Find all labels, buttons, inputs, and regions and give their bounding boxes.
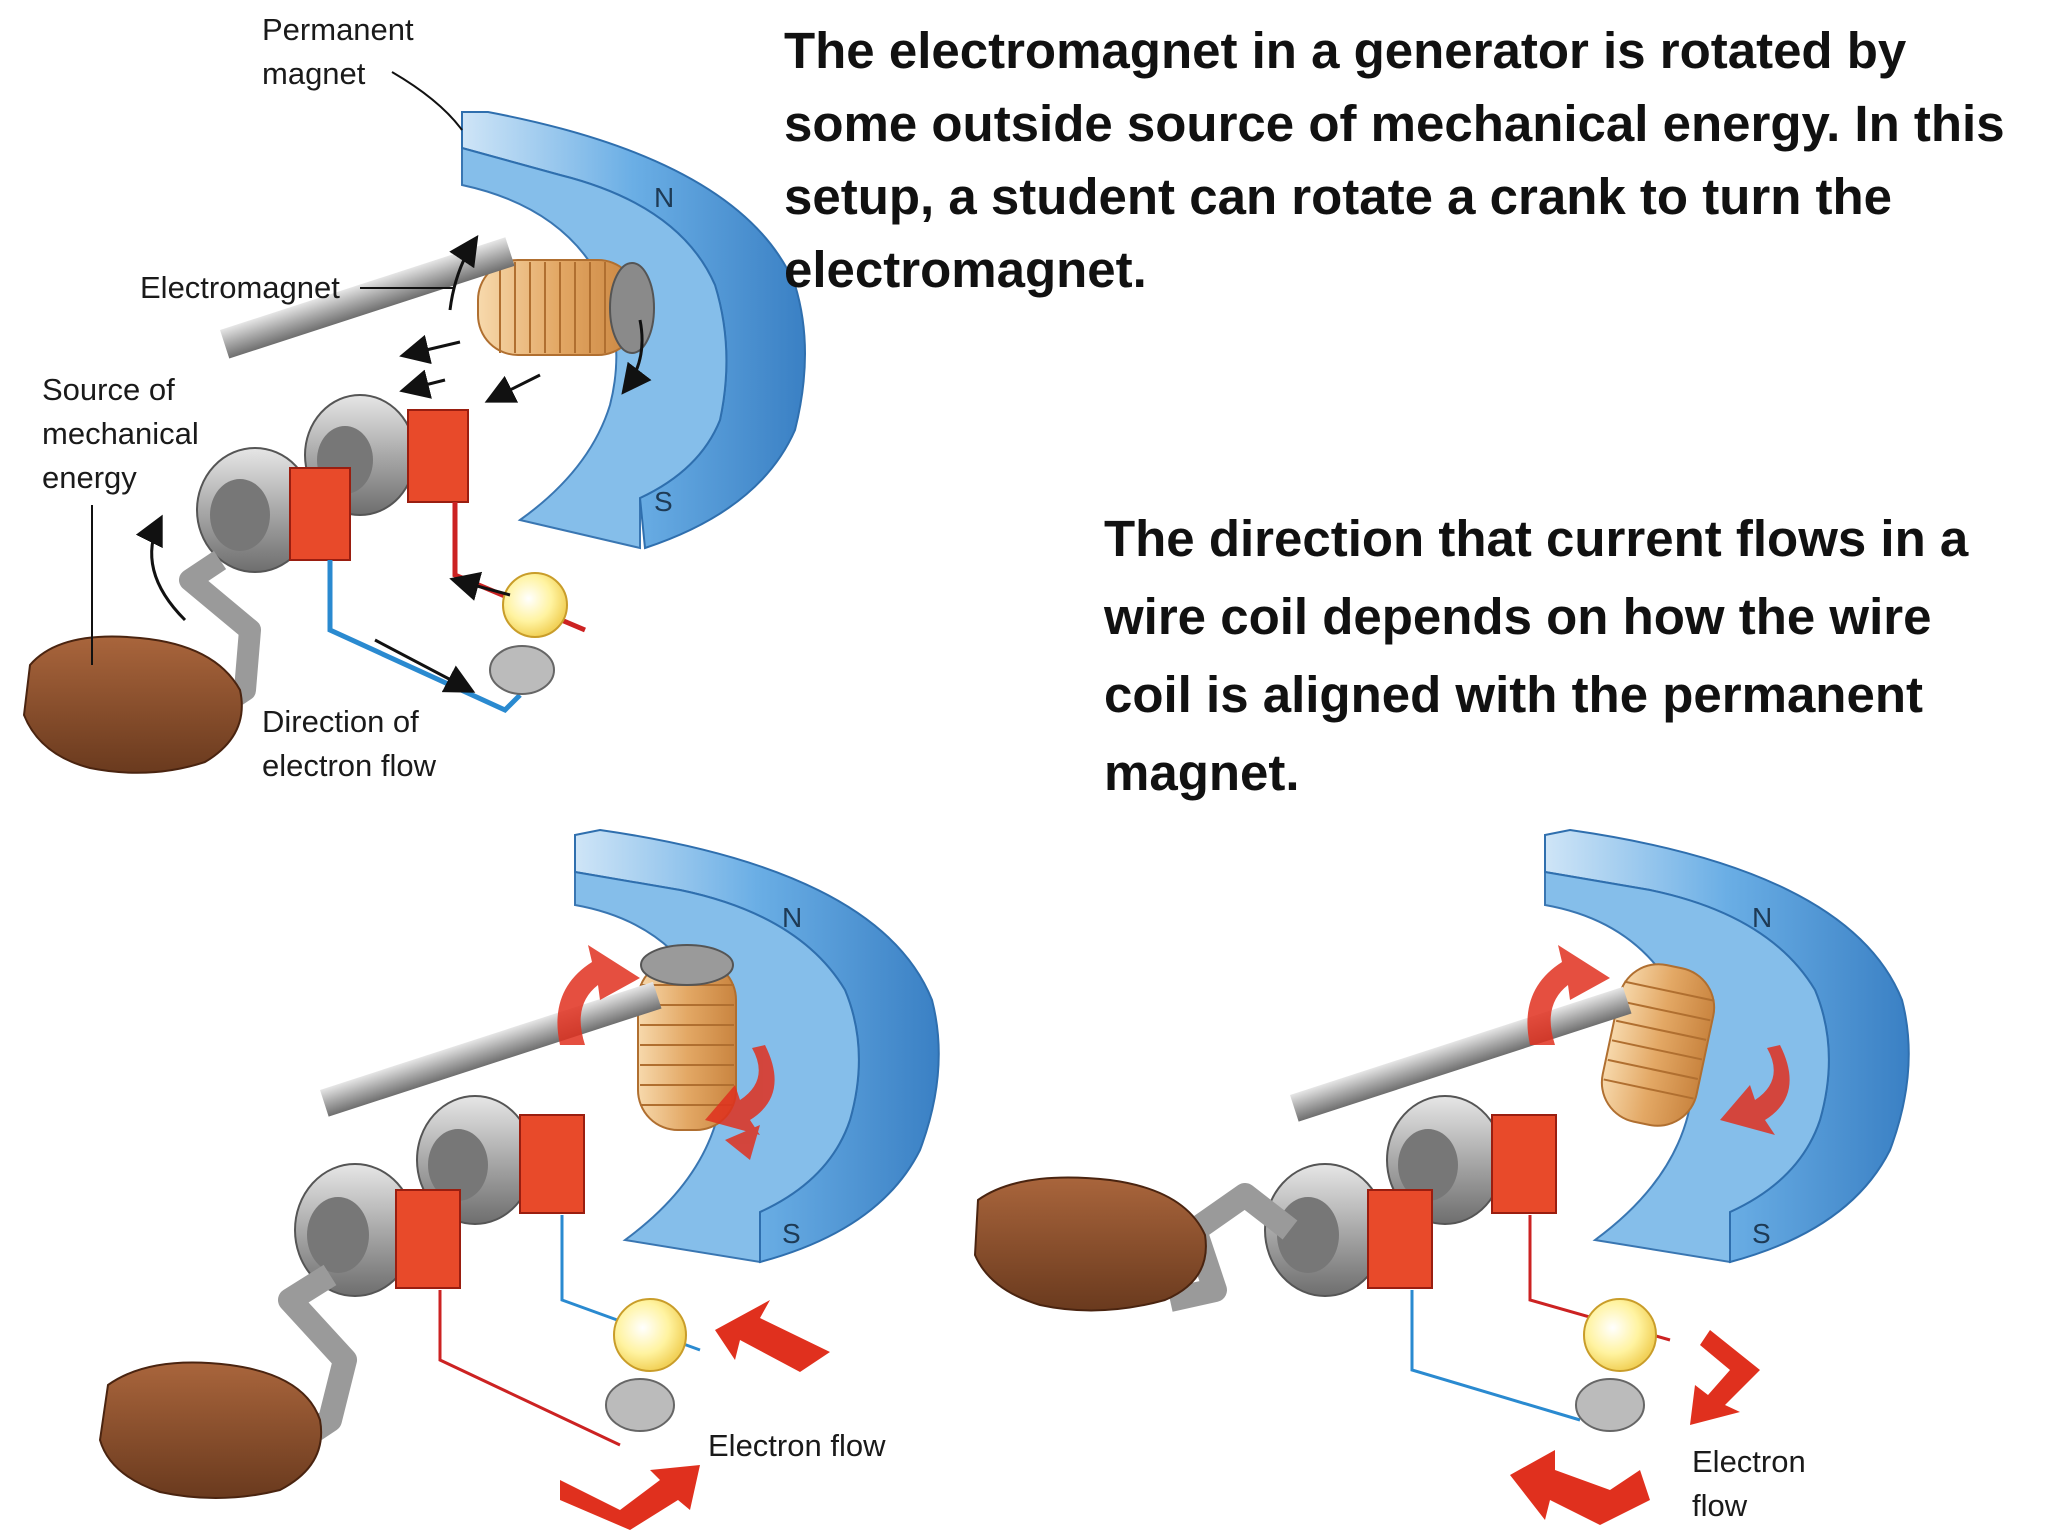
electron-flow-arrows [560,1300,830,1530]
label-electron-flow-right-line1: Electron [1692,1444,1806,1479]
brush-back [519,1114,585,1214]
rotation-arrows [135,235,652,693]
description-top: The electromagnet in a generator is rota… [784,22,2005,298]
wire-blue [1410,1290,1581,1422]
pole-north-bottom-right: N [1752,902,1773,933]
bulb [502,572,568,638]
brush-front [1367,1189,1433,1289]
description-middle: The direction that current flows in a wi… [1104,510,1969,801]
shaft [320,981,662,1117]
label-direction-line1: Direction of [262,704,419,739]
pole-north-top: N [654,182,675,213]
generator-top [22,71,806,774]
pole-south-top: S [654,486,673,517]
bulb-base [1575,1378,1645,1432]
brush-front [289,467,351,561]
label-electron-flow-left: Electron flow [708,1428,886,1463]
label-direction-line2: electron flow [262,748,437,783]
bulb [613,1298,687,1372]
coil-windings [499,262,606,353]
hand [98,1361,323,1499]
shaft [219,237,515,359]
wire-blue [327,560,522,713]
hand [22,635,243,774]
generator-bottom-left [98,828,940,1530]
bulb [1583,1298,1657,1372]
label-permanent-magnet: Permanent magnet [262,8,414,96]
label-source-line1: Source of [42,372,175,407]
rotation-arrows-red [1527,945,1790,1135]
leader-lines [91,71,463,665]
brush-back [407,409,469,503]
hand [973,1176,1207,1312]
crank [278,1264,357,1440]
label-permanent-magnet-line2: magnet [262,56,366,91]
label-permanent-magnet-line1: Permanent [262,12,414,47]
wire-red [438,1290,621,1447]
electron-flow-arrows [1510,1330,1760,1525]
coil-windings [1603,980,1715,1100]
label-electromagnet: Electromagnet [140,270,340,305]
label-source-line2: mechanical [42,416,199,451]
label-electron-flow-right-line2: flow [1692,1488,1748,1523]
brush-back [1491,1114,1557,1214]
label-electron-flow-right: Electron flow [1692,1440,1806,1528]
brush-front [395,1189,461,1289]
generator-bottom-right [973,828,1910,1525]
pole-south-bottom-right: S [1752,1218,1771,1249]
pole-south-bottom-left: S [782,1218,801,1249]
bulb-base [489,645,555,695]
bulb-base [605,1378,675,1432]
label-direction-of-electron-flow: Direction of electron flow [262,700,436,788]
label-source-of-mechanical-energy: Source of mechanical energy [42,368,199,500]
rotation-arrows-red [557,945,775,1160]
label-source-line3: energy [42,460,137,495]
pole-north-bottom-left: N [782,902,803,933]
